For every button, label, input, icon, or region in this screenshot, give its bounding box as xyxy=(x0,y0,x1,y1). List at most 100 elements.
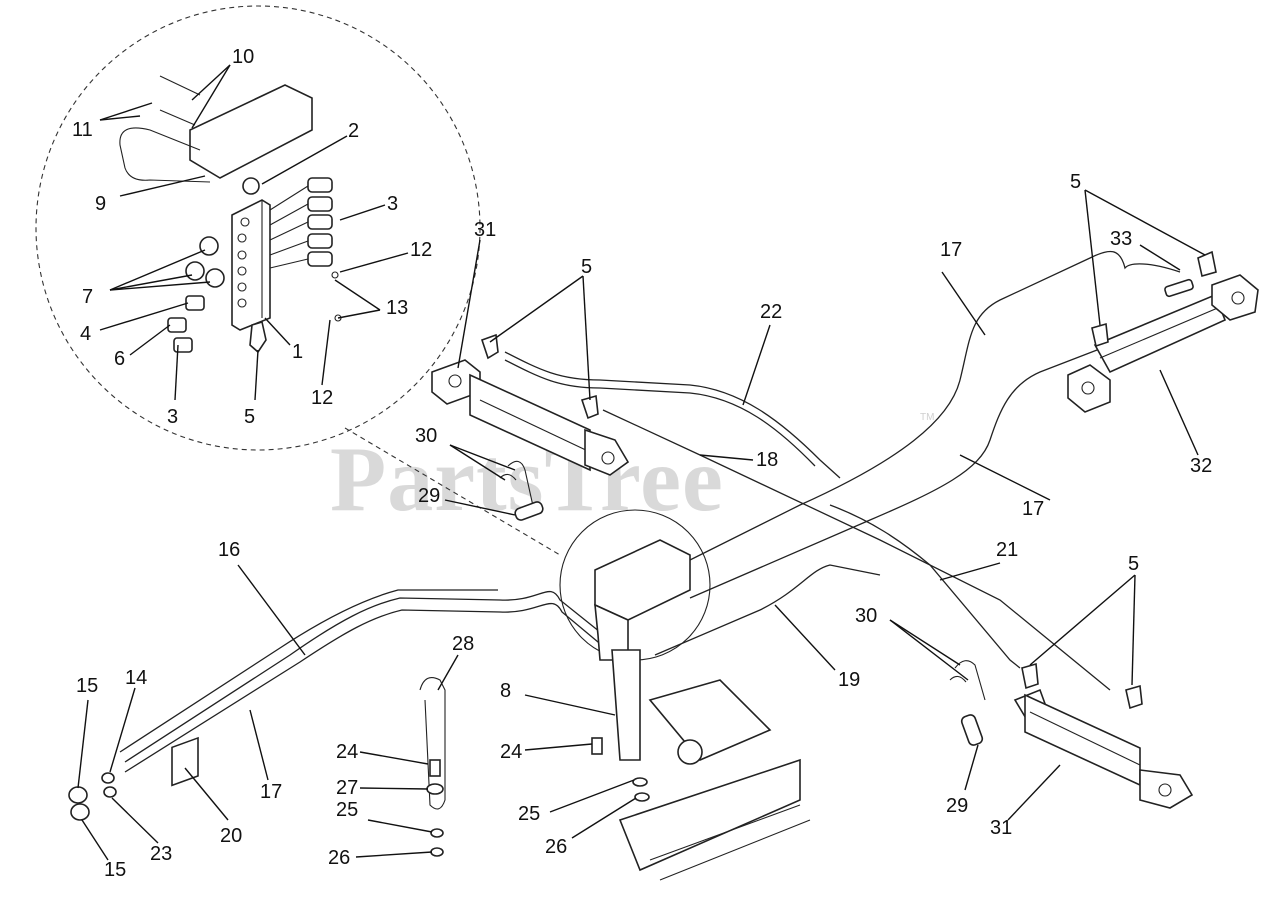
callout-5-right: 5 xyxy=(1128,553,1139,575)
pin-29-right xyxy=(960,714,984,746)
fitting-3-lower xyxy=(173,337,193,353)
callout-3-upper: 3 xyxy=(387,193,398,215)
callout-2: 2 xyxy=(348,120,359,142)
barrel-32 xyxy=(1093,293,1227,374)
callout-29-right: 29 xyxy=(946,795,968,817)
hose-18 xyxy=(602,409,1111,691)
hardware xyxy=(68,278,1194,857)
elbow-5-left-a xyxy=(480,333,499,360)
nut-26-center xyxy=(634,792,650,802)
washer-25-left xyxy=(430,828,444,838)
valve-bracket-main xyxy=(594,539,691,621)
elbow-5-detail xyxy=(249,320,267,354)
callout-labels: 10 11 2 9 3 12 7 13 4 6 1 3 5 12 31 5 22… xyxy=(72,46,1212,881)
washer-25-center xyxy=(632,777,648,787)
barrel-31-right xyxy=(1024,693,1141,787)
callout-17-mid: 17 xyxy=(1022,498,1044,520)
hose-17-mid xyxy=(689,344,1111,599)
callout-29-left: 29 xyxy=(418,485,440,507)
callout-19: 19 xyxy=(838,669,860,691)
washer-27 xyxy=(426,783,444,795)
barrel-left xyxy=(469,373,591,472)
clevis-32-base xyxy=(1067,364,1111,413)
mounting-bracket xyxy=(189,84,313,179)
orifice-12 xyxy=(331,271,339,279)
detail-connector-line xyxy=(344,427,561,556)
callout-13: 13 xyxy=(386,297,408,319)
leader-lines xyxy=(77,64,1206,861)
fitting-14 xyxy=(101,772,115,784)
callout-5-detail: 5 xyxy=(244,406,255,428)
callout-4: 4 xyxy=(80,323,91,345)
callout-12-lower: 12 xyxy=(311,387,333,409)
callout-20: 20 xyxy=(220,825,242,847)
plug-3 xyxy=(205,268,225,288)
u-bolt xyxy=(119,127,211,183)
support-8 xyxy=(611,649,641,761)
callout-17-lower: 17 xyxy=(260,781,282,803)
callout-33: 33 xyxy=(1110,228,1132,250)
spring-28 xyxy=(419,677,446,810)
plug-2 xyxy=(185,261,205,281)
callout-26-left: 26 xyxy=(328,847,350,869)
callout-11: 11 xyxy=(72,119,93,141)
callout-25-center: 25 xyxy=(518,803,540,825)
callout-5-left: 5 xyxy=(581,256,592,278)
bolts-11 xyxy=(159,75,201,126)
callout-15-lower: 15 xyxy=(104,859,126,881)
callout-15-upper: 15 xyxy=(76,675,98,697)
frame-rail xyxy=(618,758,801,872)
callout-21: 21 xyxy=(996,539,1018,561)
elbow-5-right-a xyxy=(1021,662,1039,690)
bolt-24-center xyxy=(591,737,603,755)
hose-17-lower xyxy=(124,602,611,773)
callout-31-right: 31 xyxy=(990,817,1012,839)
callout-24-left: 24 xyxy=(336,741,358,763)
callout-3-lower: 3 xyxy=(167,406,178,428)
elbow-5-left-b xyxy=(580,394,599,420)
hose-routing xyxy=(119,250,1181,773)
callout-9: 9 xyxy=(95,193,106,215)
cylinder-32 xyxy=(1067,250,1259,413)
callout-16: 16 xyxy=(218,539,240,561)
valve-block xyxy=(231,199,271,331)
elbow-5-upper-a xyxy=(1091,322,1109,348)
frame-nut xyxy=(677,739,703,765)
elbow-5-upper-b xyxy=(1197,250,1217,278)
callout-28: 28 xyxy=(452,633,474,655)
callout-27: 27 xyxy=(336,777,358,799)
fittings-right xyxy=(269,177,333,269)
callout-10: 10 xyxy=(232,46,254,68)
valve-mount-frame xyxy=(594,539,811,881)
plug-1 xyxy=(199,236,219,256)
callout-24-center: 24 xyxy=(500,741,522,763)
adapter-33 xyxy=(1164,278,1194,298)
bolt-24-left xyxy=(429,759,441,777)
clip-30-right xyxy=(949,660,986,701)
cap-2 xyxy=(242,177,260,195)
callout-12-upper: 12 xyxy=(410,239,432,261)
callout-31-left: 31 xyxy=(474,219,496,241)
callout-17-upper: 17 xyxy=(940,239,962,261)
callout-1: 1 xyxy=(292,341,303,363)
tag-20 xyxy=(171,736,199,787)
cap-15-b xyxy=(70,803,90,821)
fitting-6 xyxy=(167,317,187,333)
pin-29-left xyxy=(514,501,544,521)
block-ports xyxy=(237,217,250,308)
callout-6: 6 xyxy=(114,348,125,370)
callout-23: 23 xyxy=(150,843,172,865)
nut-26-left xyxy=(430,847,444,857)
fitting-23 xyxy=(103,786,117,798)
callout-25-left: 25 xyxy=(336,799,358,821)
callout-8: 8 xyxy=(500,680,511,702)
callout-14: 14 xyxy=(125,667,147,689)
fitting-4 xyxy=(185,295,205,311)
hose-16 xyxy=(124,590,611,763)
cap-15-a xyxy=(68,786,88,804)
hose-21 xyxy=(829,504,1021,669)
callout-32: 32 xyxy=(1190,455,1212,477)
hose-19 xyxy=(654,564,881,656)
elbow-5-right-b xyxy=(1125,684,1143,710)
